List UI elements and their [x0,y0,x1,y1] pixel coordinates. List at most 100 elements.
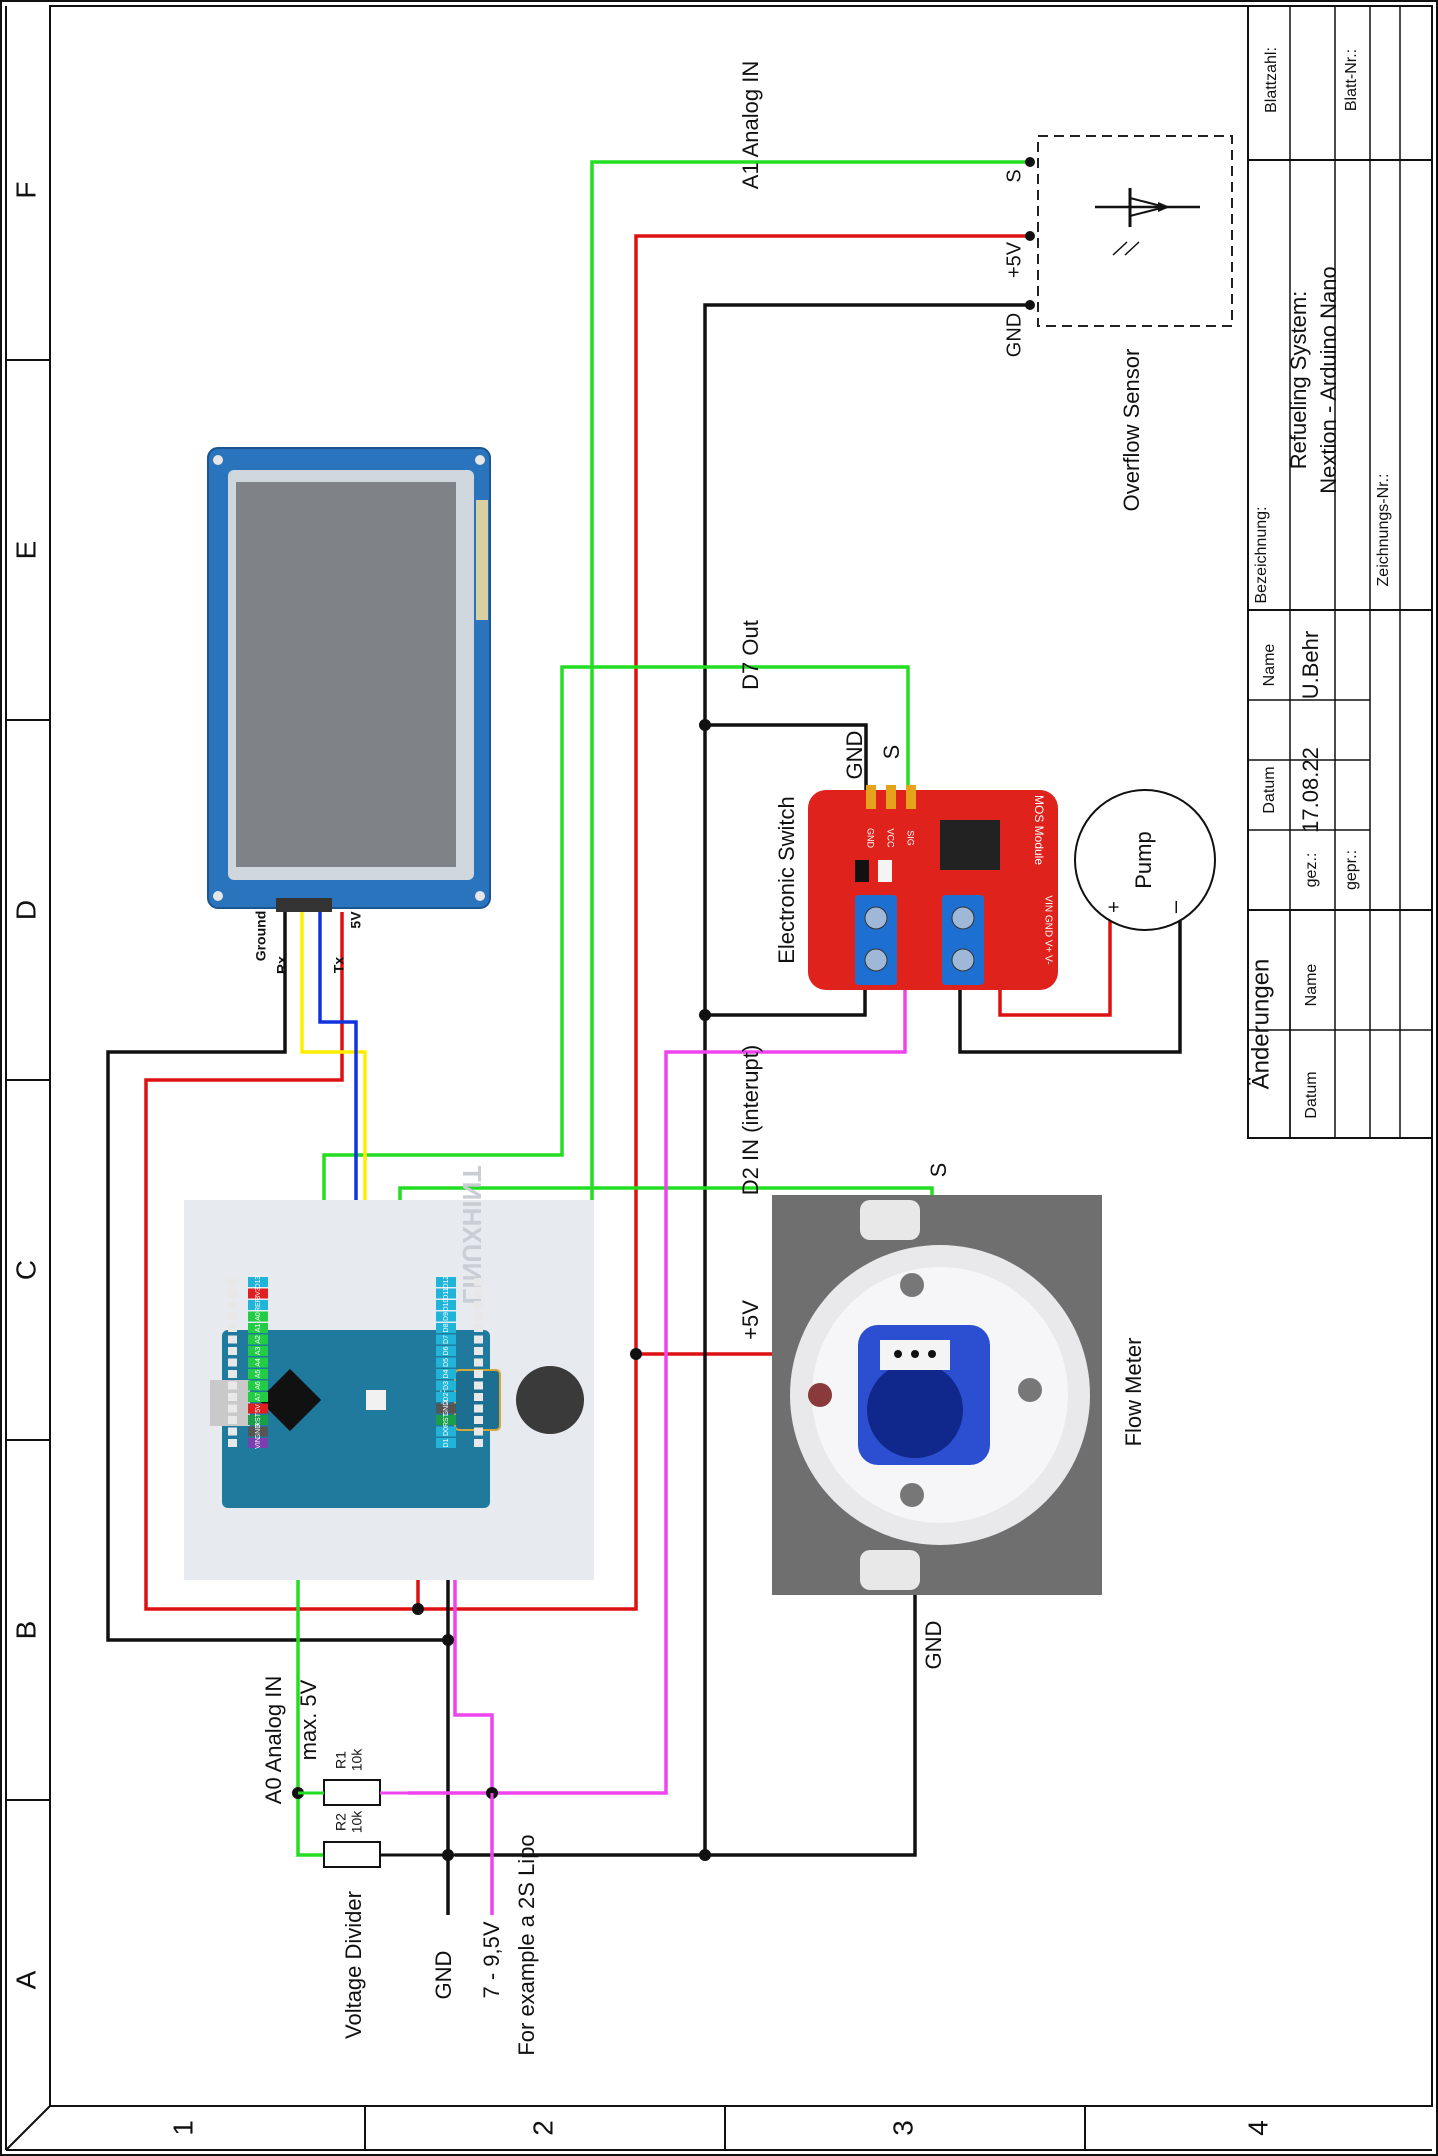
nano-top-pin-tag [436,1277,456,1287]
wire-gnd-switch [705,723,868,800]
border-number-3: 3 [887,2120,918,2136]
nano-top-pin-pad [474,1427,483,1436]
nano-bottom-pin-pad [228,1393,237,1401]
nano-top-pin-tag [436,1323,456,1333]
title-block-text: Blattzahl: Blatt-Nr.: Bezeichnung: Refue… [1247,47,1392,1118]
nano-top-pin-label: D4 [443,1369,450,1378]
pump-plus-label: + [1103,901,1125,913]
resistor-r1 [323,1779,381,1806]
aenderungen-datum: Datum [1303,1071,1320,1118]
nano-bottom-pin-tag [248,1380,268,1391]
nano-bottom-pin-tag [248,1438,268,1448]
overflow-s-label: S [1003,169,1025,182]
gnd-supply-label: GND [431,1951,456,2000]
nano-bottom-pin-pad [228,1416,237,1424]
vin-range-label: 7 - 9,5V [479,1921,504,1998]
nano-bottom-pin-tag [248,1392,268,1402]
mos-pin-vcc: VCC [886,828,896,848]
name-header: Name [1261,644,1278,687]
nano-top-pin-label: D5 [443,1358,450,1367]
flow-s-label: S [926,1163,951,1178]
nano-bottom-pin-tag [248,1415,268,1425]
nano-top-pin-pad [474,1370,483,1378]
wire-nextion-tx [318,912,358,1268]
r2-name: R2 [333,1813,349,1831]
switch-s-label: S [879,745,904,760]
switch-gnd-label: GND [842,731,867,780]
overflow-sensor-label: Overflow Sensor [1119,349,1144,512]
drawing-title-line1: Refueling System: [1286,291,1311,470]
nano-bottom-pin-pad [228,1358,237,1367]
nano-top-pin-pad [474,1416,483,1424]
nano-top-pin-pad [474,1324,483,1332]
nano-bottom-pin-label: A6 [255,1381,262,1390]
nano-top-pin-pad [474,1335,483,1344]
nano-bottom-pin-pad [228,1324,237,1332]
nextion-display: Ground Rx Tx 5V [207,447,491,974]
bezeichnung-label: Bezeichnung: [1253,507,1270,604]
border-letter-e: E [10,541,41,560]
nano-bottom-pin-label: 5V [255,1404,262,1413]
nano-top-pin-tag [436,1357,456,1368]
nano-bottom-pin-pad [228,1427,237,1436]
nano-top-pin-pad [474,1301,483,1309]
d2-in-label: D2 IN (interupt) [738,1045,763,1195]
wire-gnd-nextion [106,912,448,1642]
zeichnungs-nr-label: Zeichnungs-Nr.: [1375,474,1392,587]
wire-nextion-rx [300,912,367,1268]
nano-top-pin-label: D0 [443,1427,450,1436]
nano-bottom-pin-tag [248,1357,268,1368]
nano-top-pin-pad [474,1312,483,1321]
border-number-4: 4 [1242,2120,1273,2136]
electronic-switch-label: Electronic Switch [774,796,799,964]
nano-top-pin-label: D7 [443,1335,450,1344]
nano-bottom-pin-tag [248,1288,268,1299]
nextion-pin-rx: Rx [274,956,290,974]
r2-value: 10k [349,1810,365,1834]
nano-bottom-pin-pad [228,1347,237,1355]
arduino-nano: LINUXHINT ICSP D133V3REFA0A1A2A3A4A5A6A7… [184,1166,594,1580]
mos-pin-gnd: GND [866,828,876,849]
d7-out-label: D7 Out [738,620,763,690]
gez-name: U.Behr [1298,631,1323,699]
nano-bottom-pin-tag [248,1403,268,1414]
nano-bottom-pin-label: 3V3 [255,1287,262,1300]
border-number-2: 2 [527,2120,558,2136]
border-letter-c: C [10,1260,41,1280]
voltage-divider-label: Voltage Divider [341,1891,366,2039]
nano-top-pin-label: D2 [443,1392,450,1401]
nano-bottom-pin-pad [228,1439,237,1447]
gepr-label: gepr.: [1343,850,1360,890]
border-number-1: 1 [167,2120,198,2136]
nano-bottom-pin-tag [248,1277,268,1287]
nano-top-pin-tag [436,1346,456,1356]
nano-bottom-pin-tag [248,1323,268,1333]
nano-top-pin-tag [436,1300,456,1310]
nano-top-pin-pad [474,1347,483,1355]
nano-bottom-pin-label: A3 [255,1347,262,1356]
nano-bottom-pin-pad [228,1289,237,1298]
nano-bottom-pin-tag [248,1369,268,1379]
nano-top-pin-pad [474,1404,483,1413]
nano-top-pin-label: D8 [443,1323,450,1332]
nano-top-pin-tag [436,1380,456,1391]
nano-top-pin-label: D12 [443,1275,450,1288]
nano-bottom-pin-label: VIN [255,1437,262,1449]
nano-bottom-pin-tag [248,1346,268,1356]
nano-bottom-pin-label: A2 [255,1335,262,1344]
resistor-r2 [323,1841,381,1868]
nano-top-pin-label: RST [443,1412,450,1427]
flow-meter [772,1195,1102,1595]
nano-top-pin-tag [436,1369,456,1379]
nano-top-pin-label: D3 [443,1381,450,1390]
gez-label: gez.: [1303,853,1320,888]
mos-terminals-label: VIN GND V+ V- [1042,895,1053,964]
mos-module-title: MOS Module [1032,795,1046,865]
nano-bottom-pin-tag [248,1311,268,1322]
border-letter-b: B [10,1621,41,1640]
nano-bottom-pin-label: A4 [255,1358,262,1367]
wire-a0-analog [296,1490,323,1857]
nextion-pin-tx: Tx [331,957,347,974]
nano-top-pin-tag [436,1334,456,1345]
